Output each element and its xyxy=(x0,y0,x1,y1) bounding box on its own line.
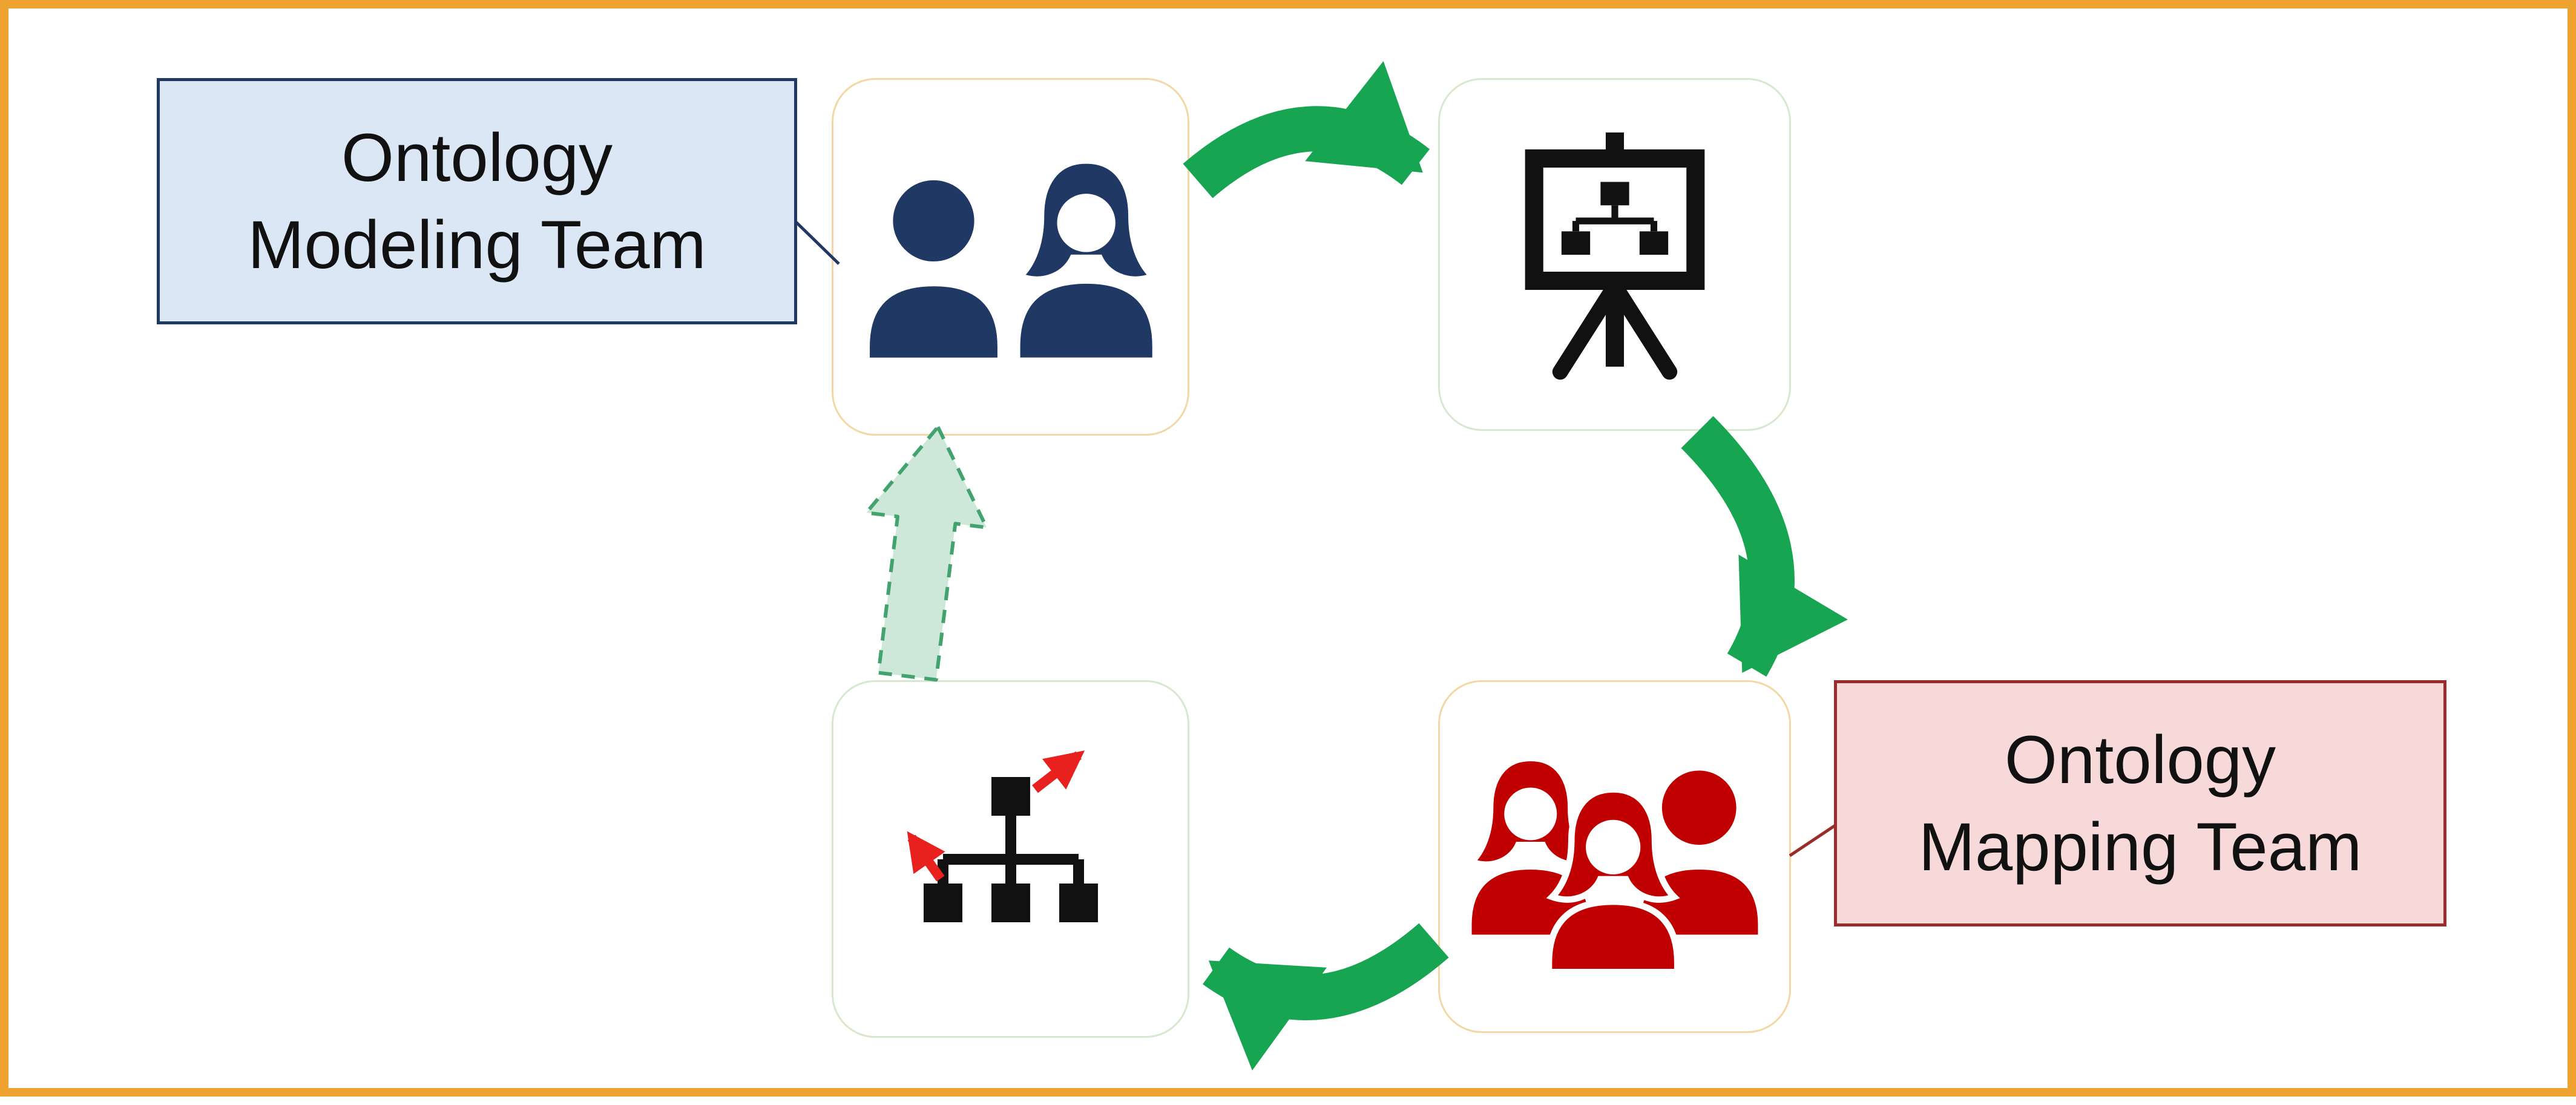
mapping-team-label: Ontology Mapping Team xyxy=(1834,680,2446,926)
dashed-arrow-hierarchy-to-modeling xyxy=(864,425,988,682)
mapping-team-node xyxy=(1438,680,1791,1033)
two-people-icon xyxy=(847,154,1174,360)
arrow-presentation-to-mapping xyxy=(1681,416,1848,677)
modeling-team-label: Ontology Modeling Team xyxy=(157,78,797,324)
org-chart-with-arrows-icon xyxy=(907,750,1098,922)
red-arrow-up-left-icon xyxy=(907,831,945,882)
arrow-mapping-to-hierarchy xyxy=(1203,923,1449,1071)
presentation-node xyxy=(1438,78,1791,431)
modeling-team-label-line2: Modeling Team xyxy=(248,206,706,283)
mapping-label-connector xyxy=(1789,824,1836,857)
mapping-team-label-line2: Mapping Team xyxy=(1918,808,2362,885)
arrow-modeling-to-presentation xyxy=(1183,61,1430,198)
mapping-team-label-line1: Ontology xyxy=(2004,722,2276,798)
red-arrow-up-right-icon xyxy=(1031,750,1085,793)
modeling-team-node xyxy=(832,78,1189,436)
three-people-icon xyxy=(1451,745,1778,969)
modeling-team-label-line1: Ontology xyxy=(341,120,613,196)
presentation-board-icon xyxy=(1525,132,1704,379)
hierarchy-node xyxy=(832,680,1189,1038)
